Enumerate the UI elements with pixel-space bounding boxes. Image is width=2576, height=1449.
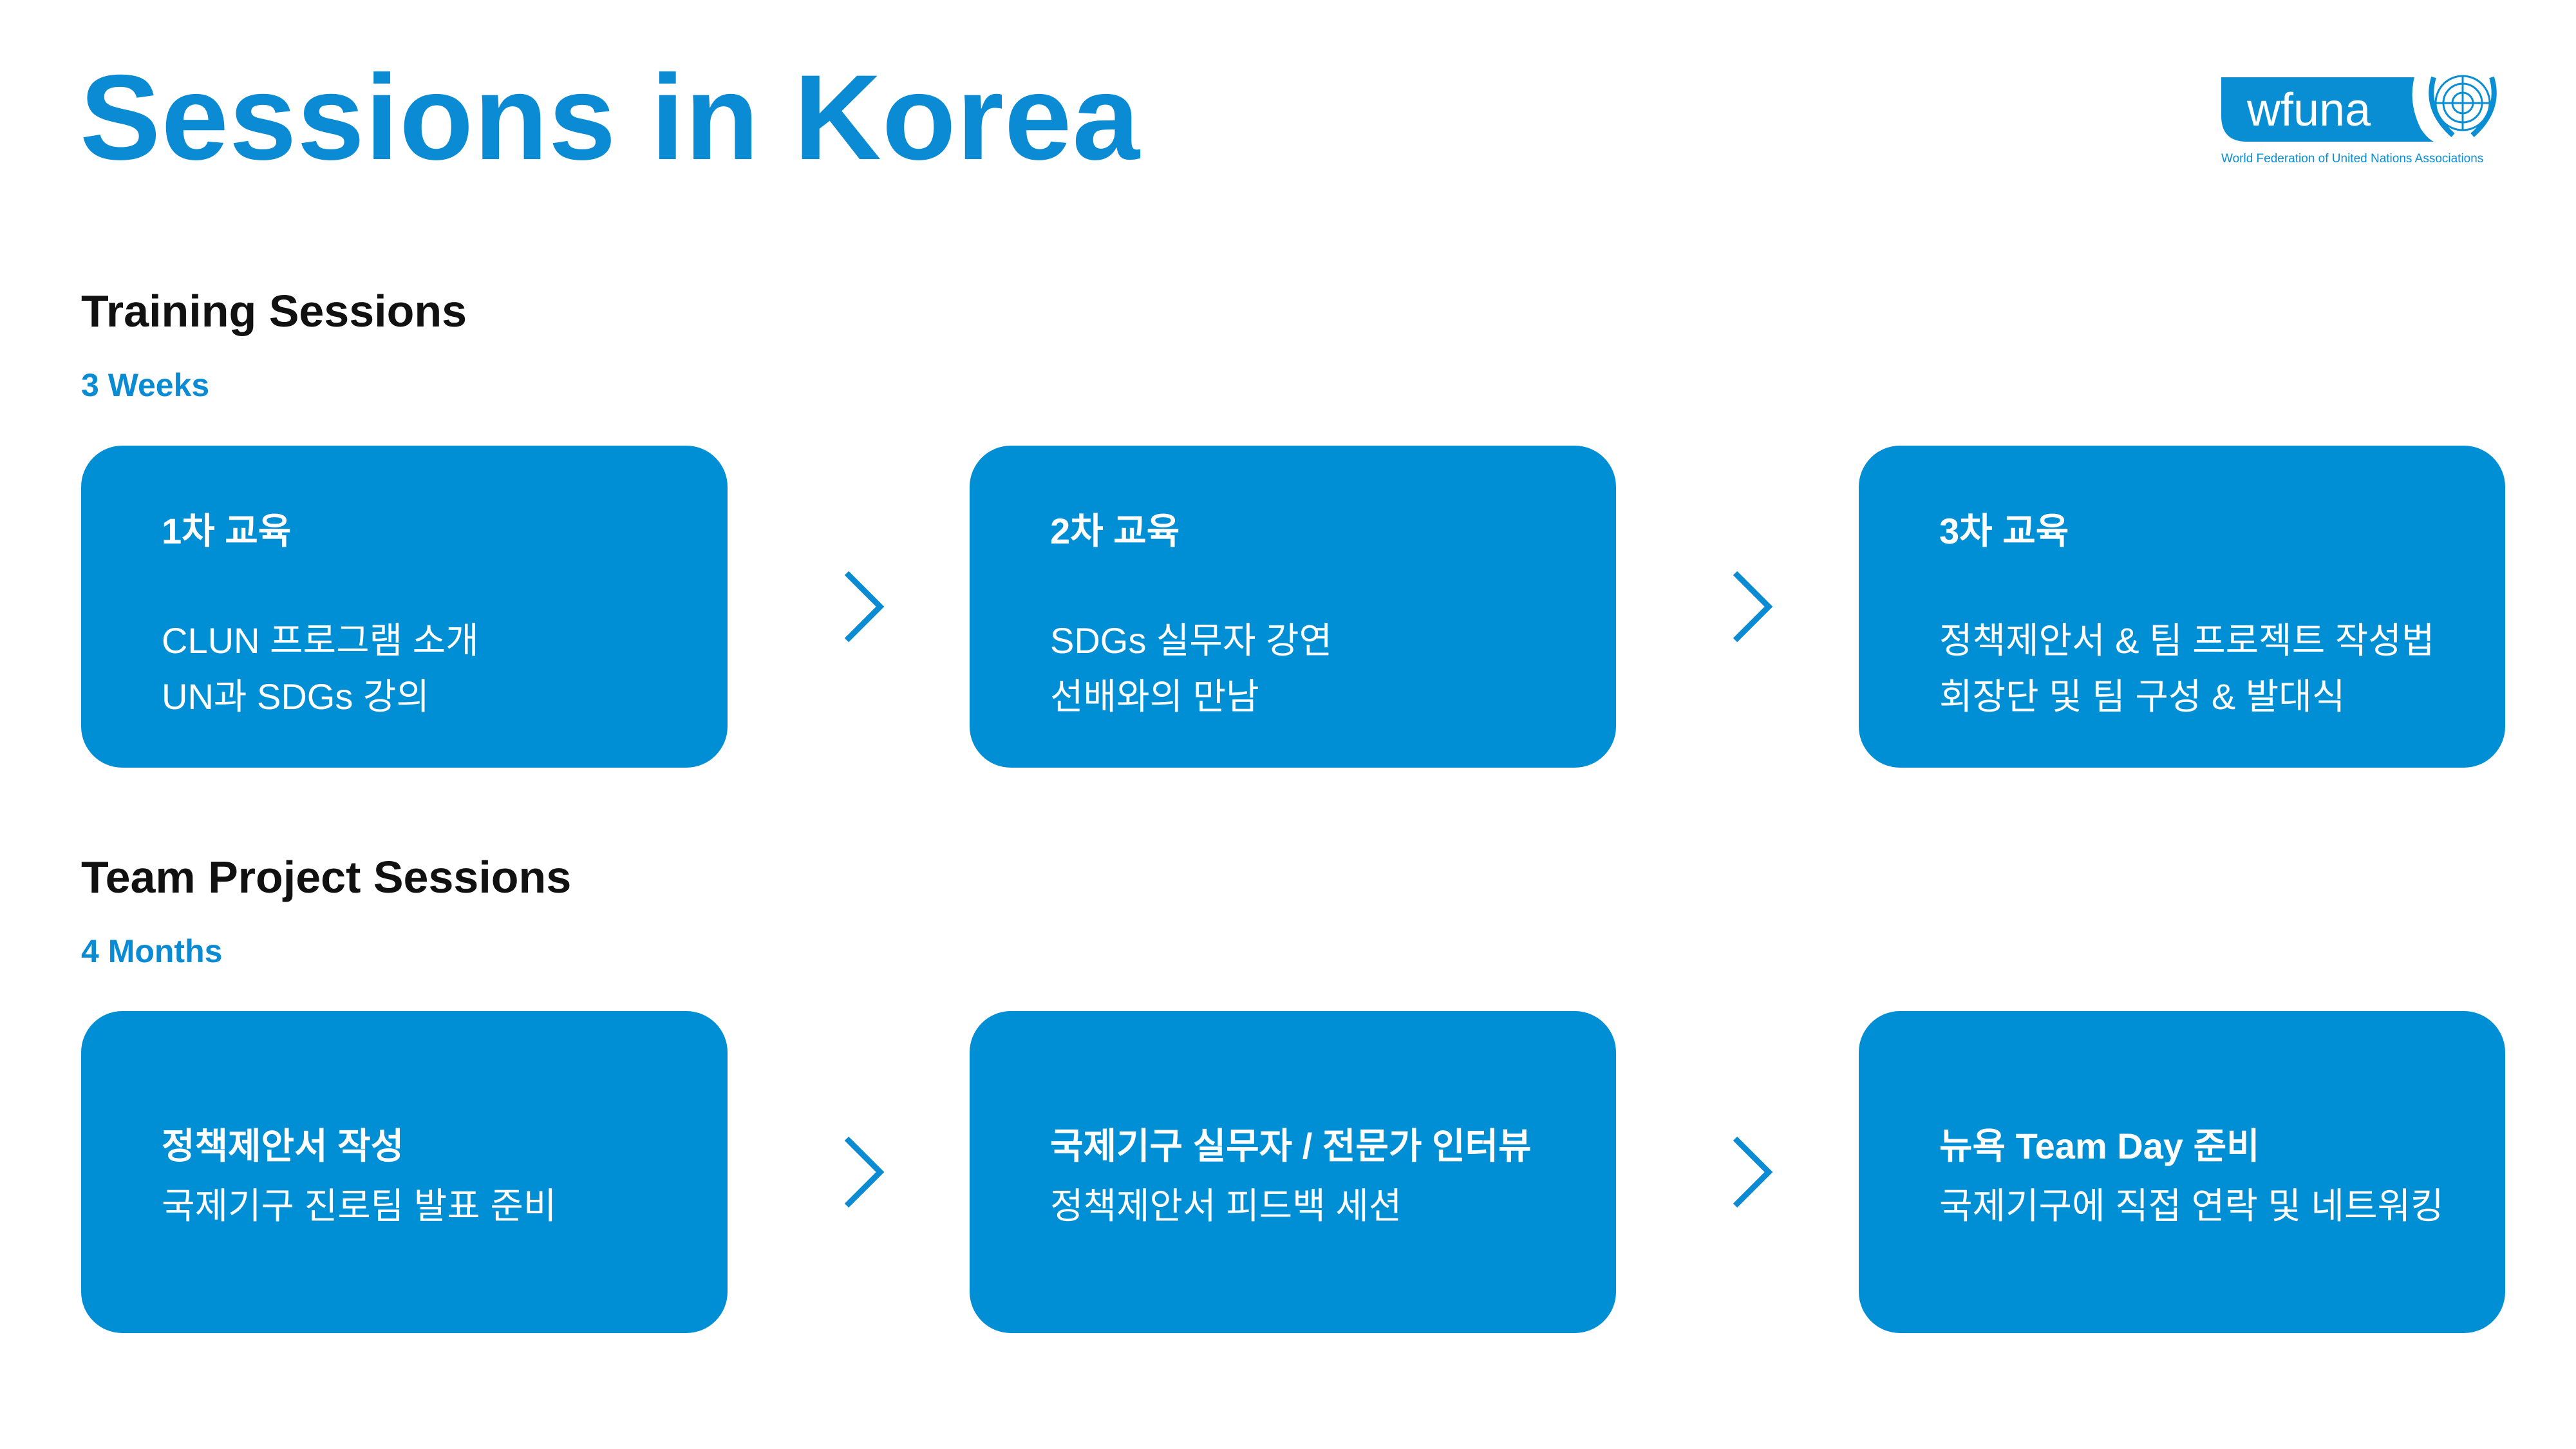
chevron-right-icon <box>844 1136 885 1208</box>
card-line: 정책제안서 & 팀 프로젝트 작성법 <box>1939 620 2435 661</box>
page-title: Sessions in Korea <box>80 50 1140 185</box>
card-heading: 2차 교육 <box>1050 511 1180 551</box>
team-card-1: 정책제안서 작성 국제기구 진로팀 발표 준비 <box>81 1011 728 1333</box>
training-card-3: 3차 교육 정책제안서 & 팀 프로젝트 작성법 회장단 및 팀 구성 & 발대… <box>1859 446 2505 768</box>
team-card-2: 국제기구 실무자 / 전문가 인터뷰 정책제안서 피드백 세션 <box>970 1011 1616 1333</box>
card-line: 국제기구 실무자 / 전문가 인터뷰 <box>1050 1126 1532 1166</box>
training-card-1: 1차 교육 CLUN 프로그램 소개 UN과 SDGs 강의 <box>81 446 728 768</box>
card-line: 선배와의 만남 <box>1050 676 1259 717</box>
svg-text:wfuna: wfuna <box>2246 84 2371 136</box>
card-heading: 3차 교육 <box>1939 511 2069 551</box>
card-line: SDGs 실무자 강연 <box>1050 620 1333 661</box>
team-duration: 4 Months <box>81 933 223 969</box>
card-line: 국제기구에 직접 연락 및 네트워킹 <box>1939 1186 2444 1226</box>
svg-text:World Federation of United Nat: World Federation of United Nations Assoc… <box>2221 152 2483 166</box>
chevron-right-icon <box>844 571 885 643</box>
wfuna-logo: wfuna World Federation of United Nations… <box>2221 75 2497 166</box>
card-line: CLUN 프로그램 소개 <box>162 620 479 661</box>
team-project-sessions-title: Team Project Sessions <box>81 852 572 902</box>
training-sessions-title: Training Sessions <box>81 286 467 336</box>
card-heading: 1차 교육 <box>162 511 292 551</box>
card-line: 정책제안서 작성 <box>162 1126 404 1166</box>
card-line: 뉴욕 Team Day 준비 <box>1939 1126 2260 1166</box>
chevron-right-icon <box>1733 1136 1773 1208</box>
card-line: 회장단 및 팀 구성 & 발대식 <box>1939 676 2346 717</box>
card-line: 국제기구 진로팀 발표 준비 <box>162 1186 557 1226</box>
card-line: UN과 SDGs 강의 <box>162 676 429 717</box>
chevron-right-icon <box>1733 571 1773 643</box>
card-line: 정책제안서 피드백 세션 <box>1050 1186 1402 1226</box>
team-card-3: 뉴욕 Team Day 준비 국제기구에 직접 연락 및 네트워킹 <box>1859 1011 2505 1333</box>
training-card-2: 2차 교육 SDGs 실무자 강연 선배와의 만남 <box>970 446 1616 768</box>
training-duration: 3 Weeks <box>81 367 210 403</box>
